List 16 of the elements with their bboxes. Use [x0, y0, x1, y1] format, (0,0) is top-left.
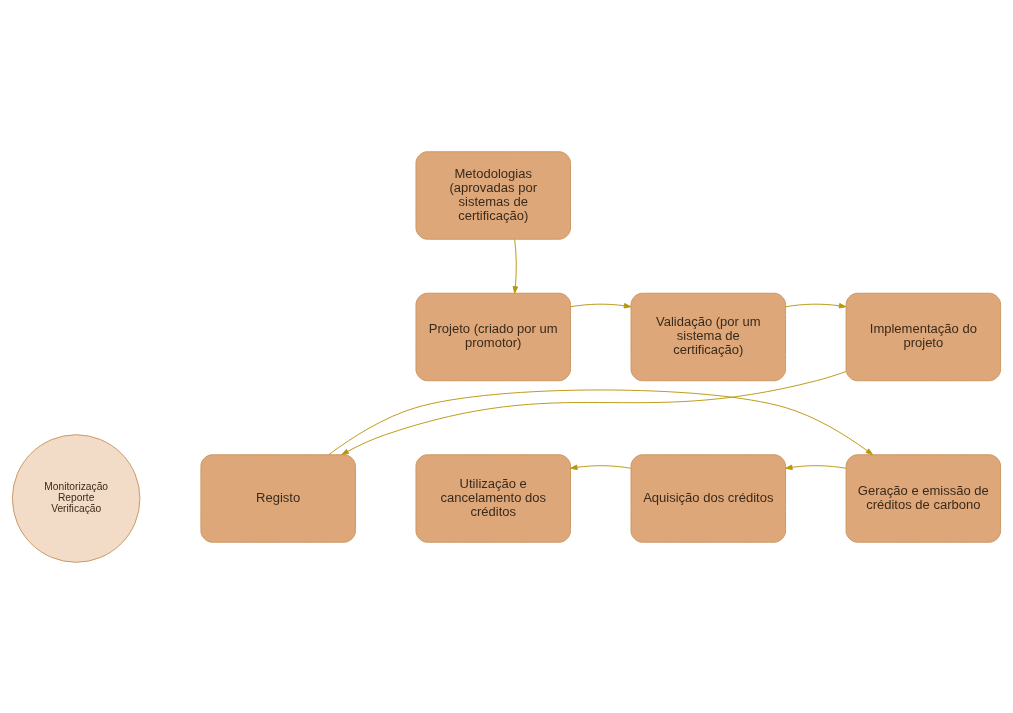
- arrow: [570, 464, 632, 470]
- arrow: [570, 302, 632, 308]
- node-box: Projeto (criado por um promotor): [415, 292, 571, 381]
- node-box: Metodologias (aprovadas por sistemas de certificação): [415, 150, 571, 240]
- arrow: [785, 464, 847, 470]
- node-box: Registo: [200, 453, 356, 543]
- arrow: [512, 238, 519, 294]
- node-box: Utilização e cancelamento dos créditos: [415, 453, 571, 543]
- node-box: Geração e emissão de créditos de carbono: [845, 453, 1002, 543]
- node-box: Implementação do projeto: [845, 292, 1002, 381]
- arrow: [328, 389, 874, 455]
- node-circle: Monitorização Reporte Verificação: [11, 433, 141, 563]
- arrow: [341, 370, 847, 455]
- arrow: [785, 302, 847, 308]
- node-box: Validação (por um sistema de certificação): [630, 292, 786, 381]
- node-box: Aquisição dos créditos: [630, 453, 786, 543]
